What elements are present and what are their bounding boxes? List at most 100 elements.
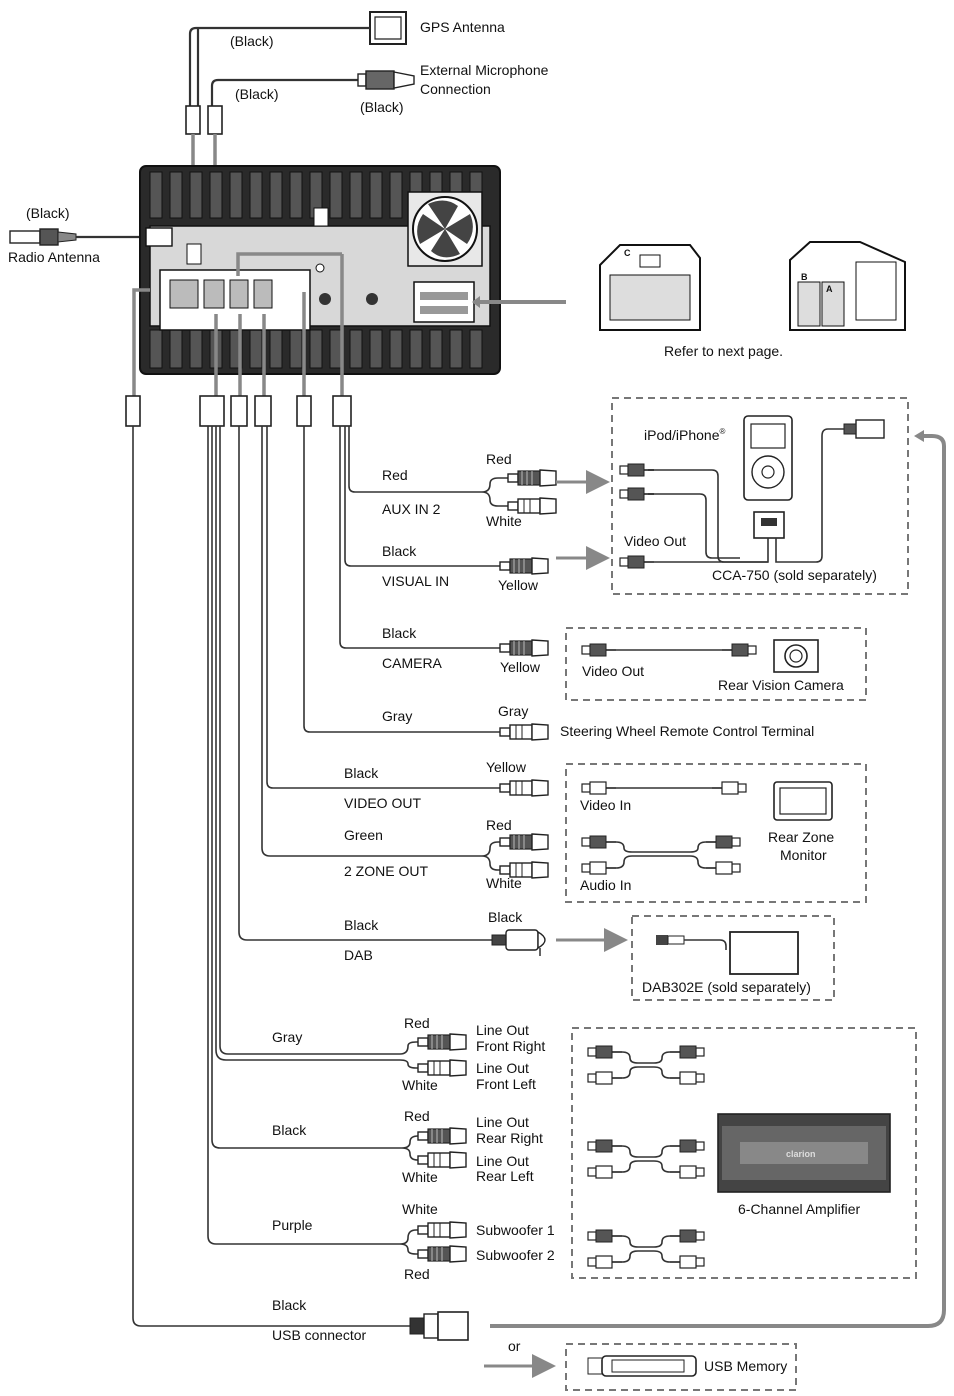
connector-c-drawing [599,244,701,331]
heatsink-fin [329,329,343,369]
heatsink-fin [389,171,403,219]
rear-right-1: Line Out [476,1114,529,1130]
refer-note: Refer to next page. [664,343,783,359]
camera-label: Rear Vision Camera [718,677,844,693]
amp-brand: clarion [786,1149,816,1159]
aux-plug-red: Red [486,451,512,467]
sub1-label: Subwoofer 1 [476,1222,555,1238]
connector-b-letter: B [801,272,808,282]
visual-name: VISUAL IN [382,573,449,589]
camera-name: CAMERA [382,655,443,671]
microphone-connector [210,70,415,106]
heatsink-fin [249,329,263,369]
amp-label: 6-Channel Amplifier [738,1201,861,1217]
usb-memory-box [565,1343,797,1391]
rear-left-1: Line Out [476,1153,529,1169]
camera-video-out: Video Out [582,663,644,679]
heatsink-fin [449,329,463,369]
or-label: or [508,1338,521,1354]
video-out-name: VIDEO OUT [344,795,421,811]
usb-connector [409,1311,469,1341]
usb-memory-icon [587,1355,697,1377]
amplifier-box [571,1027,917,1279]
front-wire-color: Gray [272,1029,302,1045]
mic-label-2: Connection [420,81,491,97]
front-right-2: Front Right [476,1038,545,1054]
dab-box [631,915,835,1001]
usb-a-icon [843,419,885,439]
heatsink-fin [349,171,363,219]
heatsink-fin [329,171,343,219]
gps-antenna [188,11,407,106]
camera-wire-color: Black [382,625,417,641]
heatsink-fin [289,171,303,219]
mic-label-1: External Microphone [420,62,549,78]
video-out-plug-color: Yellow [486,759,527,775]
head-unit-rear [139,165,501,375]
camera-icon [773,639,819,673]
ipod-label: iPod/iPhone® [644,427,726,443]
sub-wire-color: Purple [272,1217,313,1233]
heatsink-fin [229,171,243,219]
ipod-icon [743,415,793,539]
heatsink-fin [169,329,183,369]
amplifier-icon [717,1113,891,1193]
aux-wire-color: Red [382,467,408,483]
usb-name: USB connector [272,1327,366,1343]
mic-wire-color: (Black) [235,86,279,102]
amp-rca-pair [587,1045,705,1085]
front-red: Red [404,1015,430,1031]
front-left-1: Line Out [476,1060,529,1076]
heatsink-fin [169,171,183,219]
heatsink-fin [269,171,283,219]
connector-c-letter: C [624,248,631,258]
usb-wire-color: Black [272,1297,307,1313]
gps-wire-color: (Black) [230,33,274,49]
dab-box-label: DAB302E (sold separately) [642,979,811,995]
amp-rca-pairs [587,1045,705,1269]
mic-plug [207,105,223,135]
front-right-1: Line Out [476,1022,529,1038]
cca750-box [611,397,909,595]
radio-label: Radio Antenna [8,249,100,265]
heatsink-fin [149,329,163,369]
cca-label: CCA-750 (sold separately) [712,567,877,583]
monitor-box [565,763,867,903]
zone-wire-color: Green [344,827,383,843]
dab-connector [491,929,546,956]
harness-plugs [125,395,352,427]
sub-white: White [402,1201,438,1217]
rear-wire-color: Black [272,1122,307,1138]
heatsink-fin [369,171,383,219]
monitor-audio-in: Audio In [580,877,631,893]
heatsink-fin [469,329,483,369]
monitor-video-in: Video In [580,797,631,813]
sub-red: Red [404,1266,430,1282]
aux-name: AUX IN 2 [382,501,441,517]
heatsink-fin [189,171,203,219]
rear-left-2: Rear Left [476,1168,534,1184]
gps-label: GPS Antenna [420,19,505,35]
visual-wire-color: Black [382,543,417,559]
heatsink-fin [209,171,223,219]
steering-wire-color: Gray [382,708,412,724]
monitor-label-2: Monitor [780,847,827,863]
dab-name: DAB [344,947,373,963]
camera-plug-color: Yellow [500,659,541,675]
heatsink-fin [289,329,303,369]
mic-plug-color: (Black) [360,99,404,115]
rear-white: White [402,1169,438,1185]
visual-plug-color: Yellow [498,577,539,593]
amp-rca-pair [587,1229,705,1269]
aux-plug-white: White [486,513,522,529]
front-white: White [402,1077,438,1093]
heatsink-fin [369,329,383,369]
amp-rca-pair [587,1139,705,1179]
heatsink-fin [309,329,323,369]
zone-name: 2 ZONE OUT [344,863,428,879]
rear-red: Red [404,1108,430,1124]
dab-module-icon [656,931,799,975]
gps-plug [185,105,201,135]
front-left-2: Front Left [476,1076,536,1092]
